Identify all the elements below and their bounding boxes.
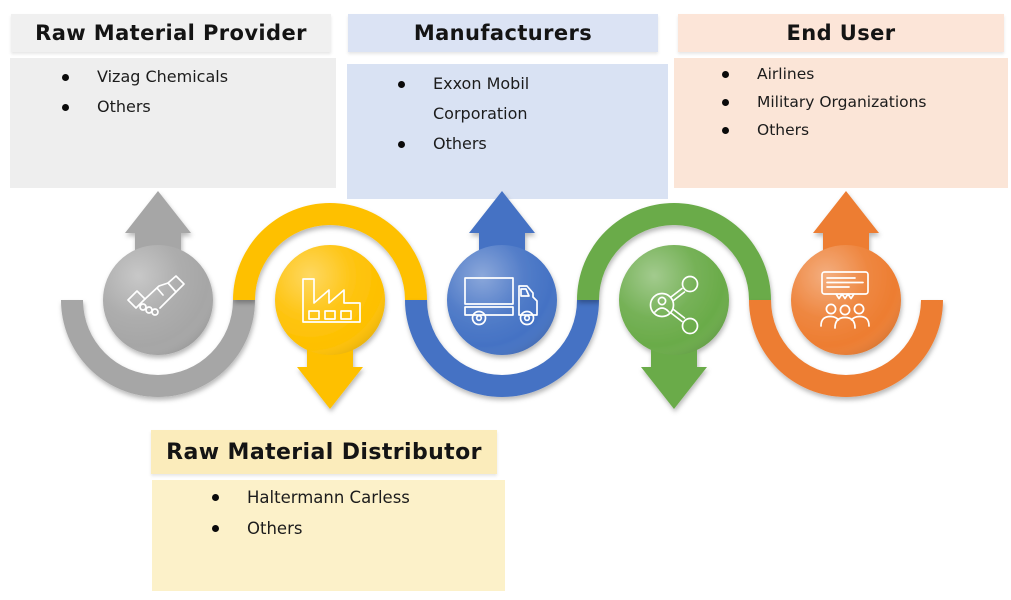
node-distribution [577,203,771,409]
circle-shade [275,245,385,355]
truck-icon [464,277,538,326]
bullet-icon [722,99,729,106]
connector-arc [749,300,943,397]
list-item-text: Others [757,121,810,139]
handshake-icon [127,275,185,316]
list-item: Others [674,116,1008,144]
node-manufacturers [405,191,599,397]
circle-shade [447,245,557,355]
list-item: Military Organizations [674,88,1008,116]
bullet-icon [212,525,219,532]
list-item-text: Military Organizations [757,93,927,111]
end-user-title: End User [678,14,1004,52]
list-item-text: Airlines [757,65,815,83]
list-item: Airlines [674,60,1008,88]
connector-arc [233,203,427,300]
down-arrow [641,337,707,409]
bullet-icon [62,104,69,111]
bullet-icon [398,141,405,148]
connector-arc [61,300,255,397]
factory-icon [302,278,361,323]
audience-icon [820,271,870,329]
down-arrow [297,337,363,409]
connector-arc [577,203,771,300]
list-item: Others [10,92,336,122]
up-arrow [813,191,879,263]
circle-shade [103,245,213,355]
bullet-icon [212,494,219,501]
node-raw-material-distributor [233,203,427,409]
connector-arc [405,300,599,397]
up-arrow [469,191,535,263]
raw-material-distributor-title: Raw Material Distributor [151,430,497,474]
list-item-text: Exxon Mobil Corporation [433,74,530,123]
manufacturers-title: Manufacturers [348,14,658,52]
node-raw-material-provider [61,191,255,397]
list-item: Vizag Chemicals [10,62,336,92]
circle-shade [791,245,901,355]
list-item: Others [347,129,668,159]
share-icon [649,275,699,335]
list-item: Others [152,513,505,544]
bullet-icon [722,71,729,78]
list-item-text: Others [433,134,487,153]
bullet-icon [62,74,69,81]
node-end-user [749,191,943,397]
bullet-icon [398,81,405,88]
list-item: Haltermann Carless [152,482,505,513]
bullet-icon [722,127,729,134]
list-item-text: Others [247,519,303,538]
list-item-text: Haltermann Carless [247,488,410,507]
list-item: Exxon Mobil Corporation [347,69,668,129]
up-arrow [125,191,191,263]
list-item-text: Vizag Chemicals [97,67,229,86]
list-item-text: Others [97,97,151,116]
raw-material-provider-title: Raw Material Provider [11,14,331,52]
